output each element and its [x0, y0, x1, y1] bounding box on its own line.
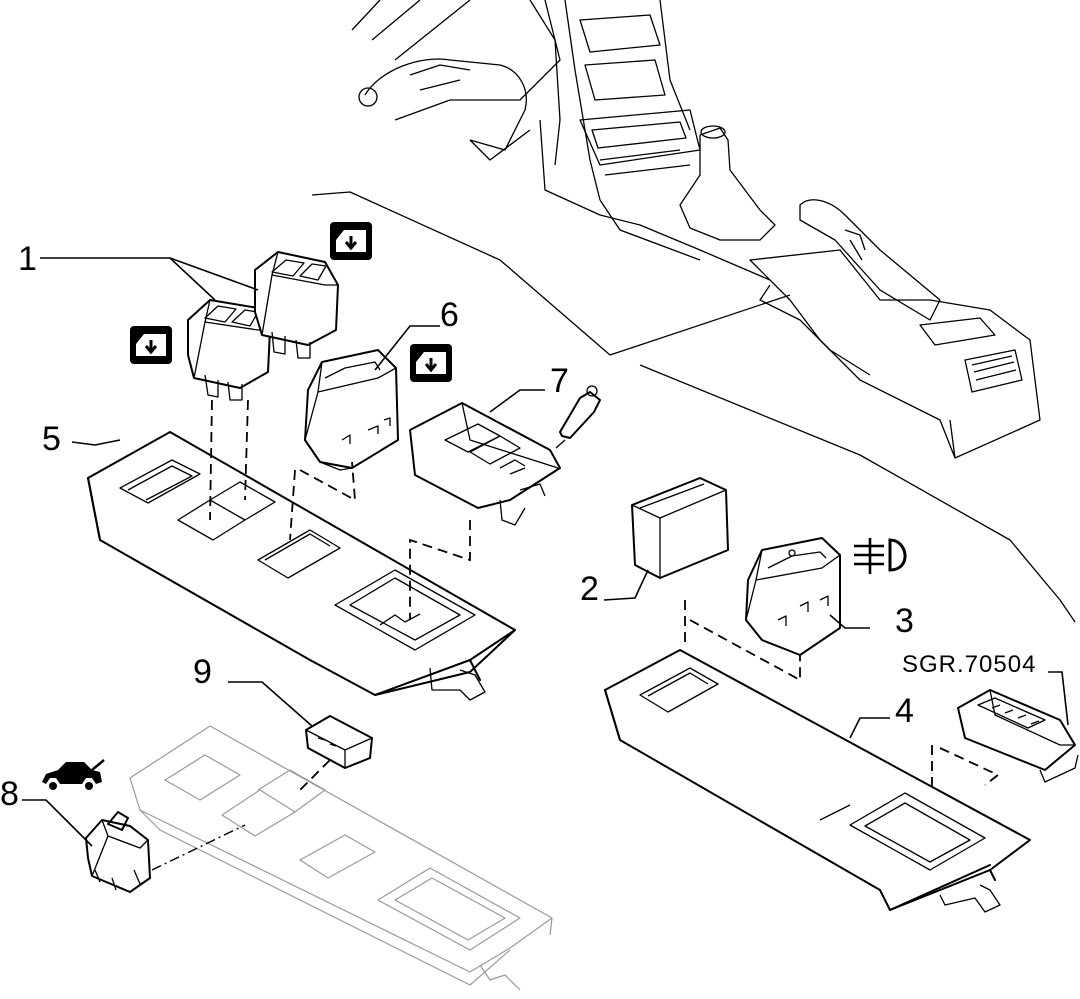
window-lift-icon — [410, 344, 452, 382]
console-panel-4 — [604, 649, 1031, 913]
callout-3: 3 — [895, 602, 914, 640]
window-switch-1b — [254, 251, 339, 359]
callout-4: 4 — [895, 692, 914, 730]
callout-2: 2 — [580, 570, 599, 608]
callout-1: 1 — [18, 240, 37, 278]
car-interior-illustration — [311, 0, 1076, 623]
control-module — [957, 689, 1079, 783]
callout-9: 9 — [193, 653, 212, 691]
car-boot-icon — [42, 759, 105, 790]
cigar-lighter-icon — [555, 385, 601, 449]
boot-release-switch-8 — [85, 811, 151, 893]
console-panel-5 — [87, 431, 516, 701]
window-switch-1a — [187, 299, 271, 401]
callout-5: 5 — [42, 420, 61, 458]
window-switch-6 — [304, 349, 399, 471]
callout-6: 6 — [440, 296, 459, 334]
window-switch-7 — [409, 402, 561, 526]
connector-block-9 — [305, 715, 373, 769]
window-lift-icon — [130, 326, 172, 364]
callout-7: 7 — [550, 362, 569, 400]
window-lift-icon — [330, 222, 372, 260]
reference-code: SGR.70504 — [902, 651, 1036, 678]
console-panel-ghost — [129, 725, 553, 991]
fog-light-icon — [854, 538, 907, 574]
blank-cover-2 — [631, 477, 729, 579]
fog-light-switch-3 — [745, 537, 841, 656]
callout-8: 8 — [0, 775, 19, 813]
leader-lines — [22, 257, 1069, 847]
